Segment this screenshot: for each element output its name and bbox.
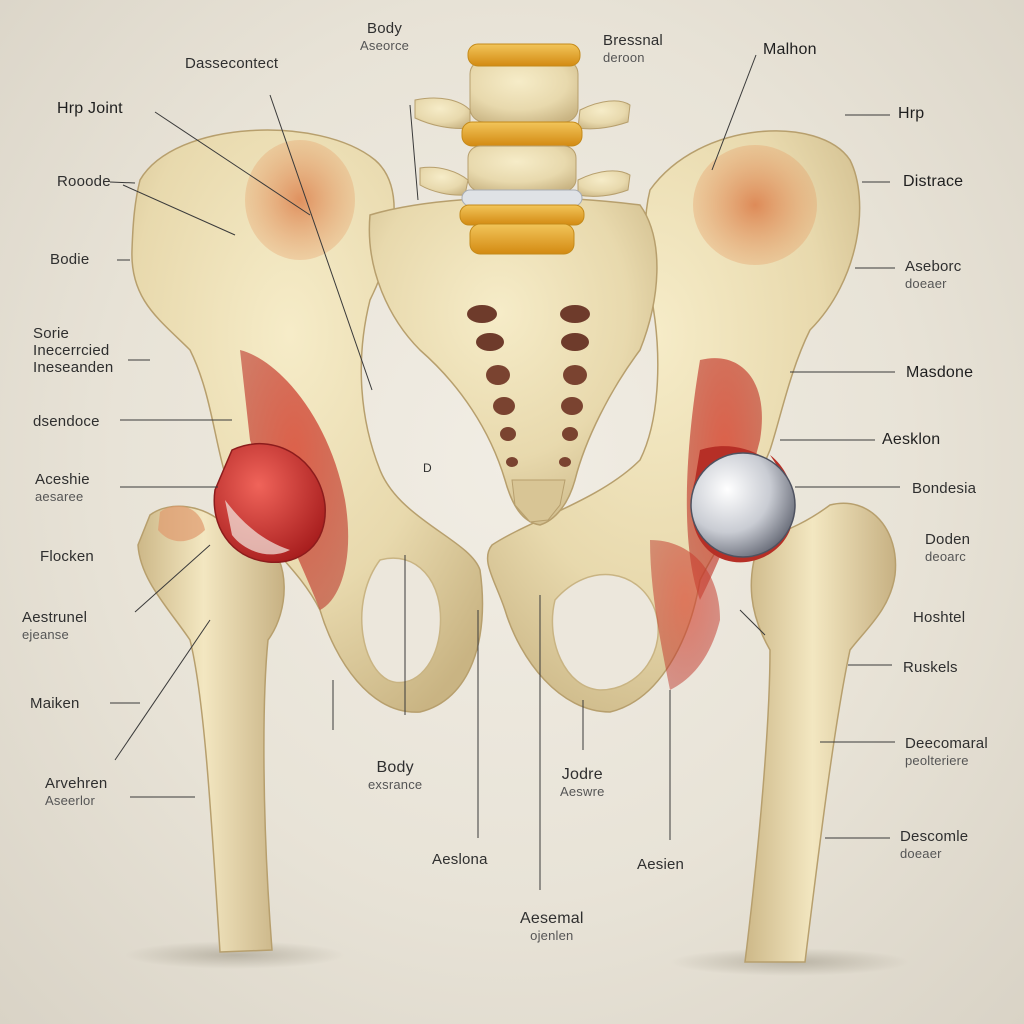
label-aesemal-sub: ojenlen — [530, 928, 574, 943]
label-d-mark: D — [423, 461, 432, 475]
label-masdone: Masdone — [906, 364, 974, 381]
label-doden-text: Doden — [925, 531, 971, 548]
label-deecomaral: Deecomaral peolteriere — [905, 735, 988, 769]
label-sorie: Sorie Inecerrcied Ineseanden — [33, 325, 113, 376]
label-ruskels: Ruskels — [903, 659, 958, 676]
left-femoral-head — [213, 442, 326, 563]
label-aestrunel-sub: ejeanse — [22, 627, 69, 642]
leader-lines — [109, 54, 900, 890]
label-hoshtel: Hoshtel — [913, 609, 966, 626]
label-body-mid-sub: exsrance — [368, 777, 423, 792]
label-malhon: Malhon — [763, 41, 817, 58]
label-aesklon: Aesklon — [882, 431, 941, 448]
left-femur — [137, 505, 285, 953]
label-aestrunel: Aestrunel ejeanse — [22, 609, 87, 643]
left-femur-shadow — [125, 941, 345, 969]
label-aeslona: Aeslona — [432, 851, 488, 868]
label-hrp: Hrp — [898, 105, 925, 122]
label-arvehren-sub: Aseerlor — [45, 793, 96, 808]
label-doden: Doden deoarc — [925, 531, 970, 565]
label-doden-sub: deoarc — [925, 549, 966, 564]
label-deecomaral-sub: peolteriere — [905, 753, 969, 768]
label-body-top: Body Aseorce — [360, 20, 409, 54]
label-bressnal-sub: deroon — [603, 50, 645, 65]
label-aseborc-text: Aseborc — [905, 258, 962, 275]
label-body-top-text: Body — [367, 20, 403, 37]
label-jodre-text: Jodre — [561, 766, 603, 783]
label-rooode: Rooode — [57, 173, 111, 190]
label-aesien: Aesien — [637, 856, 685, 873]
label-aseborc-sub: doeaer — [905, 276, 947, 291]
label-aceshie-sub: aesaree — [35, 489, 84, 504]
label-aceshie: Aceshie aesaree — [35, 471, 90, 505]
label-descomle-text: Descomle — [900, 828, 969, 845]
label-bressnal-text: Bressnal — [603, 32, 663, 49]
label-maiken: Maiken — [30, 695, 80, 712]
label-dsendoce: dsendoce — [33, 413, 100, 430]
label-aesemal-text: Aesemal — [520, 910, 584, 927]
sacrum — [368, 196, 658, 526]
label-arvehren-text: Arvehren — [45, 775, 108, 792]
label-aceshie-text: Aceshie — [35, 471, 90, 488]
label-aestrunel-text: Aestrunel — [22, 609, 88, 626]
label-dassecontect: Dassecontect — [185, 55, 279, 72]
right-femoral-head — [690, 446, 796, 563]
label-sorie-line2: Inecerrcied — [33, 342, 110, 359]
label-aesemal: Aesemal ojenlen — [520, 910, 584, 944]
label-body-mid-text: Body — [376, 759, 414, 776]
label-sorie-line1: Sorie — [33, 325, 70, 342]
label-deecomaral-text: Deecomaral — [905, 735, 988, 752]
label-jodre-sub: Aeswre — [560, 784, 605, 799]
label-hrp-joint: Hrp Joint — [57, 100, 123, 117]
label-aseborc: Aseborc doeaer — [905, 258, 961, 292]
label-bondesia: Bondesia — [912, 480, 977, 497]
label-body-mid: Body exsrance — [368, 759, 422, 793]
label-bressnal: Bressnal deroon — [603, 32, 663, 66]
label-descomle: Descomle doeaer — [900, 828, 968, 862]
label-arvehren: Arvehren Aseerlor — [45, 775, 107, 809]
label-bodie: Bodie — [50, 251, 90, 268]
label-sorie-line3: Ineseanden — [33, 359, 114, 376]
lumbar-vertebrae — [414, 43, 631, 255]
label-flocken: Flocken — [40, 548, 94, 565]
label-distrace: Distrace — [903, 173, 964, 190]
label-jodre: Jodre Aeswre — [560, 766, 605, 800]
label-body-top-sub: Aseorce — [360, 38, 410, 53]
label-descomle-sub: doeaer — [900, 846, 942, 861]
right-femur — [744, 502, 897, 963]
